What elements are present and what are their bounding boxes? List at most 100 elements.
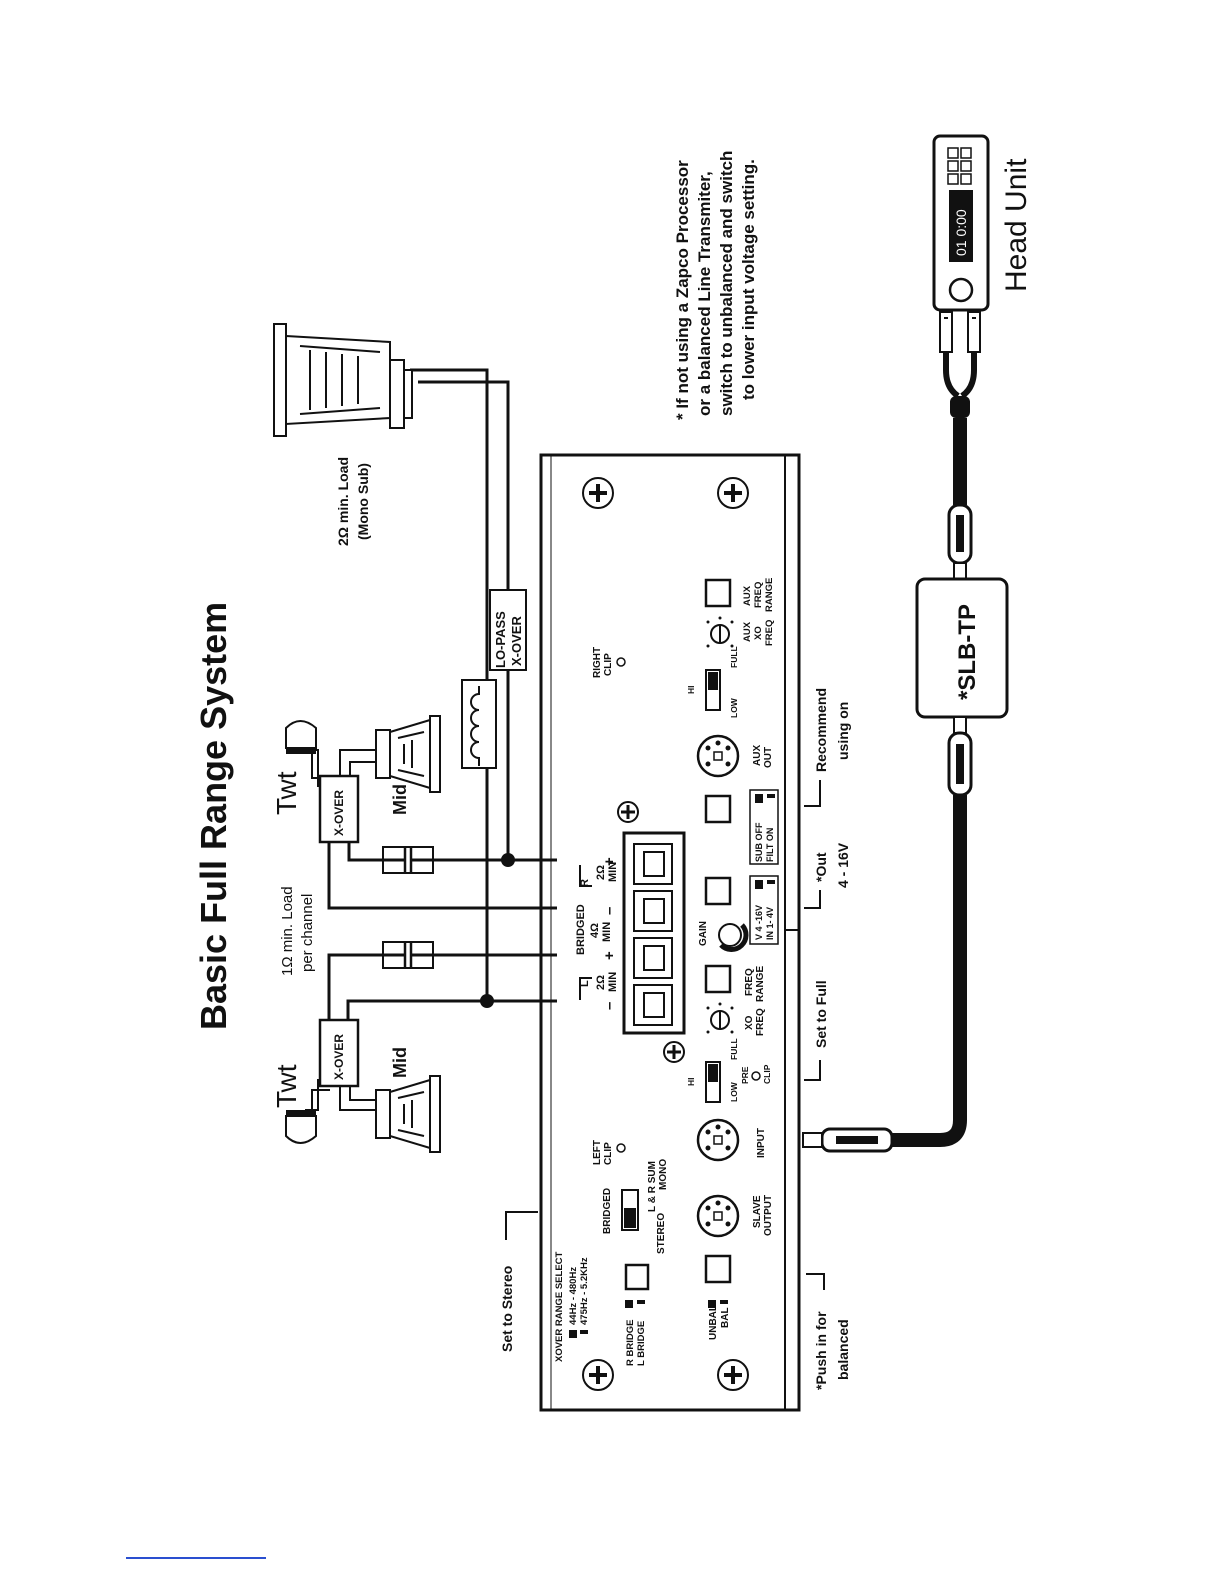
slave-output-label-2: OUTPUT bbox=[763, 1195, 774, 1236]
input-label: INPUT bbox=[756, 1128, 767, 1158]
terminal-4ohm-min: MIN bbox=[601, 922, 613, 942]
tweeter-icon bbox=[285, 1110, 317, 1144]
left-clip: LEFT CLIP bbox=[592, 1140, 626, 1165]
aux-freq-range-button[interactable] bbox=[704, 578, 732, 608]
aux-freq-range-label-3: RANGE bbox=[764, 578, 775, 612]
push-in-note: *Push in for bbox=[813, 1311, 829, 1390]
speaker-wiring bbox=[327, 368, 557, 1028]
mode-switch[interactable] bbox=[621, 1189, 639, 1231]
xo-freq-label-2: FREQ bbox=[755, 1008, 766, 1036]
r-bridge-label: R BRIDGE bbox=[625, 1320, 636, 1366]
crossover-label-right: X-OVER bbox=[332, 790, 346, 836]
input-jack[interactable] bbox=[696, 1118, 740, 1162]
channel-load-line-1: 1Ω min. Load bbox=[279, 886, 296, 976]
lopass-xover: LO-PASS X-OVER bbox=[489, 589, 527, 671]
woofer-icon bbox=[375, 715, 441, 793]
tweeter-label-left: Twt bbox=[271, 1064, 302, 1108]
balance-button-group: UNBAL BAL bbox=[704, 1254, 732, 1340]
woofer-icon bbox=[375, 1075, 441, 1153]
footer-link-line bbox=[126, 1557, 266, 1559]
xo-freq-knob[interactable] bbox=[706, 1002, 734, 1034]
aux-out-label-2: OUT bbox=[763, 747, 774, 768]
bridged-label: BRIDGED bbox=[602, 1188, 613, 1234]
lr-sum-label: L & R SUM bbox=[647, 1161, 658, 1212]
slb-tp-module: *SLB-TP bbox=[915, 577, 1009, 719]
balance-button[interactable] bbox=[704, 1254, 732, 1284]
input-voltage-button[interactable] bbox=[704, 876, 732, 906]
pre-clip-led bbox=[751, 1071, 761, 1081]
terminal-2ohm-l: 2Ω bbox=[595, 975, 607, 990]
aux-xo-label-3: FREQ bbox=[764, 620, 775, 646]
aux-xo-label-2: XO bbox=[753, 626, 764, 640]
terminal-l-label: L bbox=[579, 980, 591, 987]
recommend-note: Recommend bbox=[813, 688, 829, 772]
slave-output-jack[interactable] bbox=[696, 1194, 740, 1238]
right-clip-label: RIGHT bbox=[592, 647, 603, 678]
out-voltage-note: *Out bbox=[813, 852, 829, 882]
mid-label-right: Mid bbox=[390, 784, 410, 815]
terminal-2ohm-r-min: MIN bbox=[607, 862, 619, 882]
aux-out-jack[interactable] bbox=[696, 734, 740, 778]
signal-cable bbox=[802, 716, 973, 1153]
aux-xo-label: AUX bbox=[742, 621, 753, 642]
terminal-minus-r: – bbox=[601, 907, 618, 915]
terminal-2ohm-r: 2Ω bbox=[595, 865, 607, 880]
channel-load-line-2: per channel bbox=[299, 894, 316, 972]
push-in-note-2: balanced bbox=[835, 1319, 851, 1380]
right-clip-led bbox=[616, 657, 626, 667]
annotations: Set to Stereo Set to Full *Out 4 - 16V R… bbox=[499, 688, 851, 1390]
diagram-title: Basic Full Range System bbox=[193, 602, 234, 1030]
terminal-minus-l: – bbox=[601, 1002, 618, 1010]
hi-label-left: HI bbox=[686, 1078, 696, 1087]
full-label-right: FULL bbox=[729, 646, 739, 668]
head-unit: 01 0:00 Head Unit bbox=[932, 134, 1033, 312]
aux-xo-freq-knob[interactable] bbox=[706, 616, 734, 648]
terminal-2ohm-l-min: MIN bbox=[607, 972, 619, 992]
full-label-left: FULL bbox=[729, 1038, 739, 1060]
bal-label: BAL bbox=[720, 1307, 731, 1328]
low-label-right: LOW bbox=[729, 697, 739, 718]
range-low-label: 44Hz - 480Hz bbox=[568, 1267, 579, 1325]
right-clip-label-2: CLIP bbox=[603, 653, 614, 676]
low-label-left: LOW bbox=[729, 1081, 739, 1102]
unbal-label: UNBAL bbox=[708, 1305, 719, 1340]
pre-clip-label-2: CLIP bbox=[762, 1064, 772, 1084]
note-line-1: * If not using a Zapco Processor bbox=[673, 160, 692, 420]
sub-filt-off: SUB OFF bbox=[754, 822, 764, 862]
recommend-note-2: using on bbox=[835, 702, 851, 760]
slave-output-label: SLAVE bbox=[752, 1195, 763, 1228]
hi-label-right: HI bbox=[686, 686, 696, 695]
channel-load-note: 1Ω min. Load per channel bbox=[279, 886, 316, 976]
hi-low-switch-right[interactable] bbox=[705, 669, 721, 711]
right-speaker-group: Twt X-OVER Mid bbox=[271, 715, 441, 844]
sub-filter-button[interactable] bbox=[704, 794, 732, 824]
left-clip-led bbox=[616, 1143, 626, 1153]
freq-range-button[interactable] bbox=[704, 964, 732, 994]
aux-freq-range-label: AUX bbox=[742, 585, 753, 606]
right-clip: RIGHT CLIP bbox=[592, 647, 626, 678]
unbalanced-note: * If not using a Zapco Processor or a ba… bbox=[673, 151, 758, 420]
tweeter-icon bbox=[285, 720, 317, 754]
input-voltage-1-4: IN 1- 4V bbox=[765, 907, 775, 940]
lopass-label-2: X-OVER bbox=[509, 616, 524, 666]
sub-load-line-1: 2Ω min. Load bbox=[335, 457, 351, 546]
left-clip-label-2: CLIP bbox=[603, 1142, 614, 1165]
pre-clip-label: PRE bbox=[740, 1066, 750, 1084]
sub-filt-on: FILT ON bbox=[765, 828, 775, 862]
note-line-4: to lower input voltage setting. bbox=[739, 159, 758, 400]
set-to-stereo-note: Set to Stereo bbox=[499, 1266, 515, 1352]
rca-cable bbox=[939, 311, 981, 580]
xo-freq-label: XO bbox=[744, 1015, 755, 1030]
input-voltage-switch-label: V 4 -16V IN 1- 4V bbox=[749, 875, 779, 945]
terminal-4ohm: 4Ω bbox=[589, 923, 601, 938]
gain-knob[interactable] bbox=[718, 923, 749, 952]
xover-range-label: XOVER RANGE SELECT bbox=[554, 1251, 565, 1362]
terminal-r-label: R bbox=[579, 879, 591, 887]
bridge-button[interactable] bbox=[624, 1263, 650, 1291]
left-speaker-group: Twt X-OVER Mid bbox=[271, 1018, 441, 1153]
inductor-icon bbox=[461, 679, 497, 769]
freq-range-label: FREQ bbox=[744, 968, 755, 996]
input-voltage-4-16: V 4 -16V bbox=[754, 905, 764, 940]
hi-low-switch-left[interactable] bbox=[705, 1061, 721, 1103]
